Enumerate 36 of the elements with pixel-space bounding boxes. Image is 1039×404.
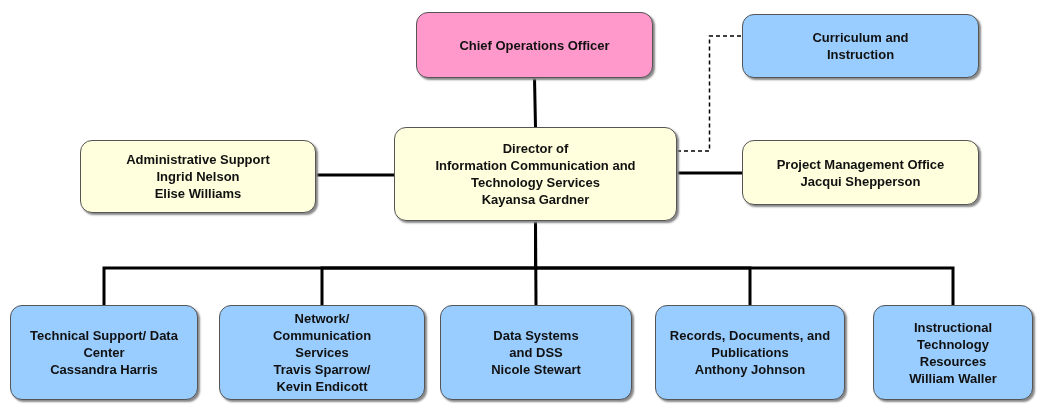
unit-title: Chief Operations Officer — [459, 36, 610, 54]
org-box — [416, 12, 653, 78]
person-name: Information Communication and — [435, 157, 636, 174]
connector-line — [534, 221, 955, 305]
org-box — [440, 305, 632, 400]
connector-line — [533, 77, 537, 128]
connector-line — [677, 171, 742, 175]
person-name: William Waller — [909, 369, 997, 387]
unit-title: Records, Documents, and Publications — [668, 327, 832, 361]
person-name: Technology Services — [470, 174, 601, 191]
org-box — [742, 140, 979, 205]
person-name: Elise Williams — [154, 185, 242, 202]
org-box — [742, 14, 979, 78]
unit-title: Administrative Support — [126, 151, 270, 168]
dashed-connector — [676, 35, 743, 152]
person-name: Nicole Stewart — [491, 361, 581, 378]
person-name: Travis Sparrow/ Kevin Endicott — [272, 361, 372, 395]
org-box — [219, 305, 425, 400]
org-box — [394, 127, 677, 221]
person-name: Anthony Johnson — [694, 361, 806, 378]
org-box — [655, 305, 845, 400]
org-box — [10, 305, 198, 400]
person-name: Ingrid Nelson — [156, 168, 240, 185]
unit-title: Director of — [502, 140, 569, 157]
person-name: Cassandra Harris — [50, 361, 158, 378]
connector-line — [316, 173, 394, 177]
unit-title: Project Management Office — [776, 155, 945, 173]
person-name: Jacqui Shepperson — [800, 172, 921, 190]
unit-title: Curriculum and Instruction — [811, 29, 910, 63]
person-name: Kayansa Gardner — [481, 191, 590, 208]
unit-title: Network/ Communication Services — [271, 310, 373, 361]
unit-title: Technical Support/ Data Center — [29, 327, 179, 361]
unit-title: Data Systems and DSS — [492, 327, 580, 361]
org-box — [873, 305, 1033, 400]
org-box — [80, 140, 316, 213]
unit-title: Instructional Technology Resources — [913, 318, 993, 370]
